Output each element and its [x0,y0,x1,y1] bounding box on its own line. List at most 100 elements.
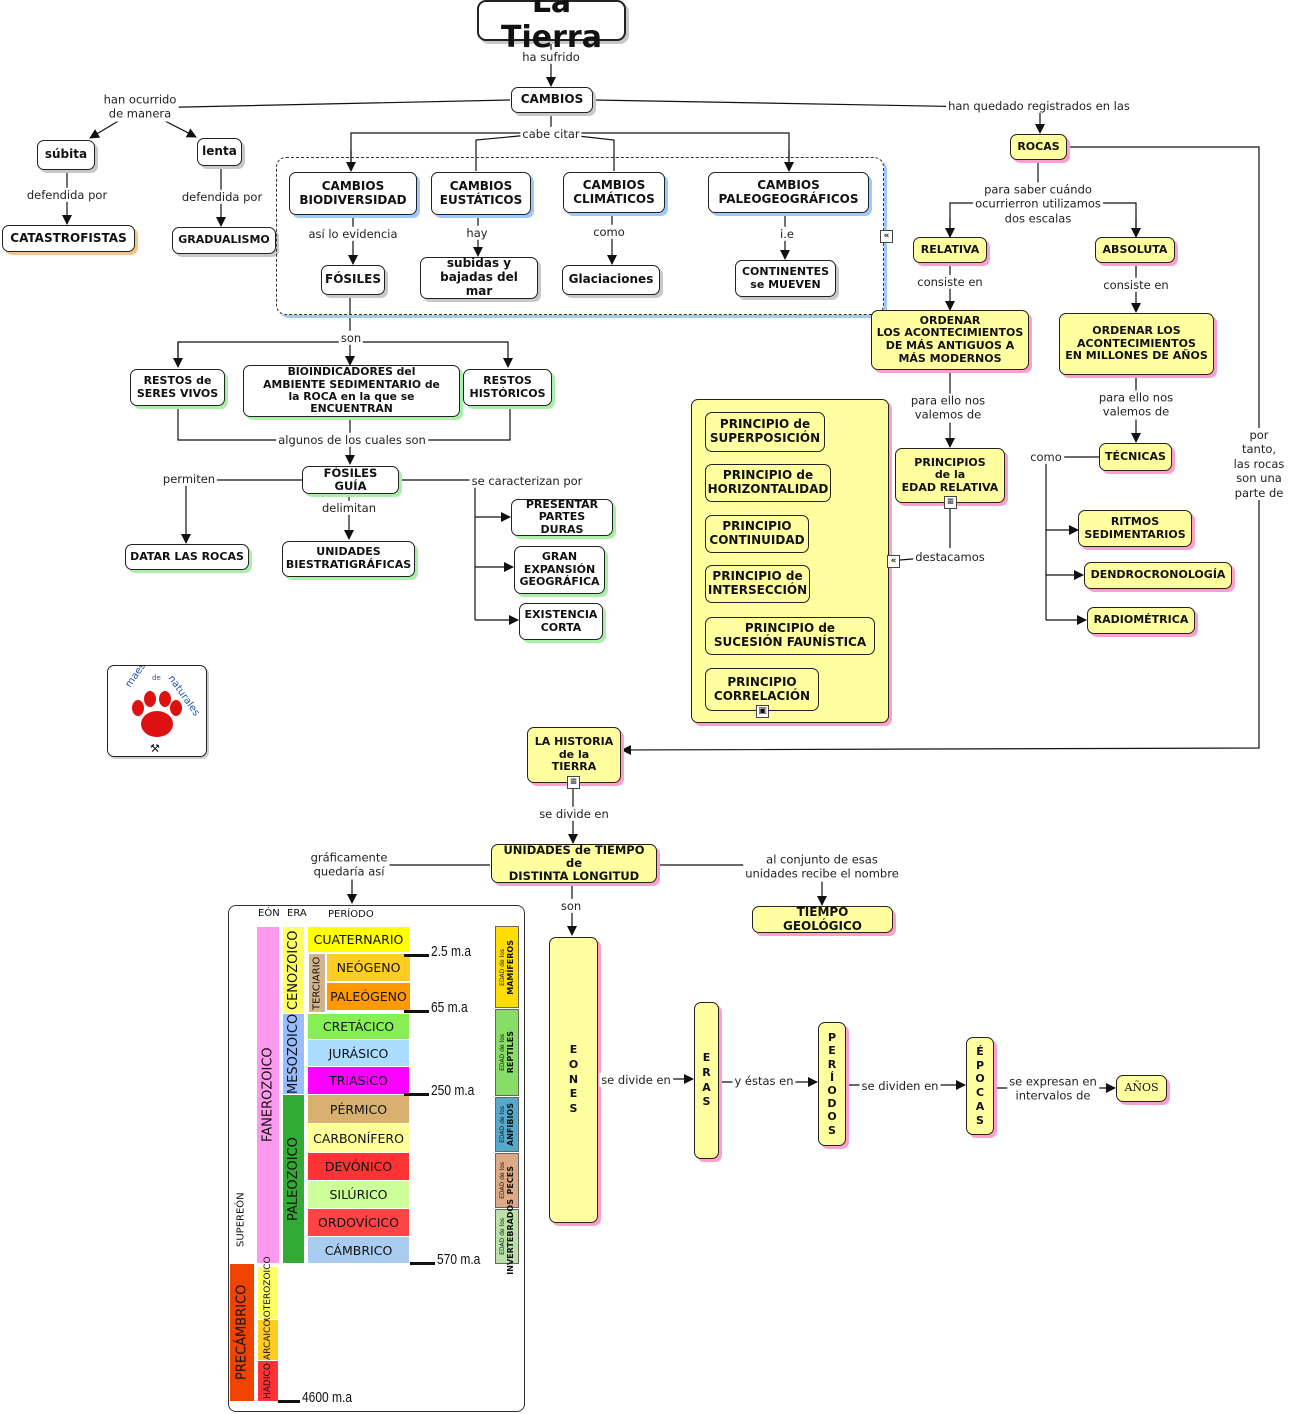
label-han-ocurrido: han ocurrido de manera [101,92,179,122]
logo: maestro de naturales ⚒ [107,650,207,757]
label-consiste-en-2: consiste en [1101,277,1171,293]
node-periodos[interactable]: P E R Í O D O S [818,1022,846,1146]
node-subita[interactable]: súbita [37,140,95,170]
principio-5[interactable]: PRINCIPIO de SUCESIÓN FAUNÍSTICA [705,617,875,655]
era-hadico: HÁDICO [258,1361,278,1401]
node-ritmos-sedimentarios[interactable]: RITMOS SEDIMENTARIOS [1078,510,1192,547]
edad-prefix-2: EDAD de los [499,1034,506,1071]
label-para-saber: para saber cuándo ocurrierron utilizamos… [973,182,1103,226]
period-permico: PÉRMICO [308,1095,409,1123]
node-catastrofistas[interactable]: CATASTROFISTAS [2,225,135,252]
label-graficamente: gráficamente quedaría así [308,850,390,880]
period-neogeno: NEÓGENO [327,954,410,981]
node-restos-historicos[interactable]: RESTOS HISTÓRICOS [463,369,552,406]
node-gran-expansion[interactable]: GRAN EXPANSIÓN GEOGRÁFICA [514,546,605,594]
node-lenta[interactable]: lenta [197,138,242,166]
principio-2[interactable]: PRINCIPIO de HORIZONTALIDAD [705,464,831,502]
label-hay: hay [464,225,490,241]
node-cambios-eustaticos[interactable]: CAMBIOS EUSTÁTICOS [431,172,531,215]
node-historia-tierra[interactable]: LA HISTORIA de la TIERRA [527,727,621,783]
age-tick-3 [404,1093,429,1096]
age-label-3: 250 m.a [431,1082,475,1099]
edad-name-2: REPTILES [506,1031,515,1074]
node-rocas[interactable]: ROCAS [1010,134,1067,160]
label-se-divide-en-2: se divide en [599,1072,673,1088]
node-tiempo-geologico[interactable]: TIEMPO GEOLÓGICO [752,905,893,933]
collapse-icon[interactable]: « [880,230,893,243]
node-cambios-climaticos[interactable]: CAMBIOS CLIMÁTICOS [563,172,665,213]
image-icon[interactable]: ▣ [756,705,769,718]
node-gradualismo[interactable]: GRADUALISMO [172,227,276,254]
age-tick-2 [404,1010,429,1013]
node-existencia-corta[interactable]: EXISTENCIA CORTA [519,603,603,640]
node-epocas[interactable]: É P O C A S [966,1037,994,1135]
node-glaciaciones[interactable]: Glaciaciones [562,265,660,295]
period-jurasico: JURÁSICO [308,1040,409,1066]
label-defendida-por-1: defendida por [24,187,110,203]
node-bioindicadores[interactable]: BIOINDICADORES del AMBIENTE SEDIMENTARIO… [243,365,460,417]
paw-logo-icon: maestro de naturales ⚒ [123,650,201,755]
document-icon[interactable]: ≡ [944,496,957,509]
edad-name-1: MAMÍFEROS [506,939,515,995]
label-se-divide-en-1: se divide en [537,806,611,822]
node-cambios-biodiversidad[interactable]: CAMBIOS BIODIVERSIDAD [289,172,417,215]
age-tick-1 [404,954,429,957]
node-ordenar-antiguos[interactable]: ORDENAR LOS ACONTECIMIENTOS DE MÁS ANTIG… [871,310,1029,370]
subera-terciario: TERCIARIO [309,954,325,1012]
node-anos[interactable]: AÑOS [1116,1075,1167,1102]
node-ordenar-millones[interactable]: ORDENAR LOS ACONTECIMIENTOS EN MILLONES … [1059,313,1214,375]
label-han-quedado: han quedado registrados en las [946,98,1132,114]
node-dendrocronologia[interactable]: DENDROCRONOLOGÍA [1084,562,1232,589]
principio-6[interactable]: PRINCIPIO CORRELACIÓN [705,668,819,711]
era-mesozoico: MESOZOICO [283,1014,304,1094]
label-y-estas-en: y éstas en [732,1073,796,1089]
principio-3[interactable]: PRINCIPIO CONTINUIDAD [705,515,809,553]
age-tick-4 [410,1262,435,1265]
label-algunos: algunos de los cuales son [276,432,428,448]
node-eras[interactable]: E R A S [694,1002,719,1159]
node-cambios-paleogeograficos[interactable]: CAMBIOS PALEOGEOGRÁFICOS [708,172,869,213]
node-partes-duras[interactable]: PRESENTAR PARTES DURAS [511,498,613,536]
title-node[interactable]: La Tierra [477,0,626,54]
era-arcaico: ARCAICO [258,1320,278,1360]
node-cambios[interactable]: CAMBIOS [511,87,593,113]
node-datar-rocas[interactable]: DATAR LAS ROCAS [125,544,249,570]
node-eones[interactable]: E O N E S [549,937,598,1223]
edad-name-4: PECES [506,1166,515,1195]
age-label-2: 65 m.a [431,999,468,1016]
node-restos-seres-vivos[interactable]: RESTOS de SERES VIVOS [130,369,225,406]
label-delimitan: delimitan [319,500,379,516]
period-ordovicico: ORDOVÍCICO [308,1209,409,1236]
node-tecnicas[interactable]: TÉCNICAS [1099,443,1172,471]
document-icon-2[interactable]: ≡ [567,776,580,789]
collapse-icon-2[interactable]: « [887,555,900,568]
period-paleogeno: PALEÓGENO [327,983,410,1010]
node-continentes[interactable]: CONTINENTES se MUEVEN [735,260,836,297]
principio-1[interactable]: PRINCIPIO de SUPERPOSICIÓN [705,412,825,452]
edad-prefix-1: EDAD de los [499,948,506,986]
node-fosiles-guia[interactable]: FÓSILES GUÍA [302,466,399,494]
principio-4[interactable]: PRINCIPIO de INTERSECCIÓN [705,565,810,603]
eon-fanerozoico: FANEROZOICO [257,927,279,1263]
header-periodo: PERÍODO [328,909,374,920]
node-unidades-bioestratigraficas[interactable]: UNIDADES BIESTRATIGRÁFICAS [282,541,415,577]
period-cambrico: CÁMBRICO [308,1237,409,1263]
label-como-1: como [591,224,627,240]
node-radiometrica[interactable]: RADIOMÉTRICA [1087,607,1195,634]
label-cabe-citar: cabe citar [520,126,582,142]
node-subidas-bajadas[interactable]: subidas y bajadas del mar [420,256,538,299]
node-absoluta[interactable]: ABSOLUTA [1095,237,1175,263]
label-son-2: son [558,898,584,914]
node-fosiles[interactable]: FÓSILES [321,265,385,295]
node-unidades-tiempo[interactable]: UNIDADES de TIEMPO de DISTINTA LONGITUD [491,843,657,883]
eon-precambrico: PRECÁMBRICO [230,1264,254,1401]
node-principios-edad-relativa[interactable]: PRINCIPIOS de la EDAD RELATIVA [895,448,1005,503]
era-proterozoico: PROTEROZOICO [258,1257,278,1329]
node-relativa[interactable]: RELATIVA [913,237,987,263]
label-para-ello-2: para ello nos valemos de [1096,390,1176,420]
